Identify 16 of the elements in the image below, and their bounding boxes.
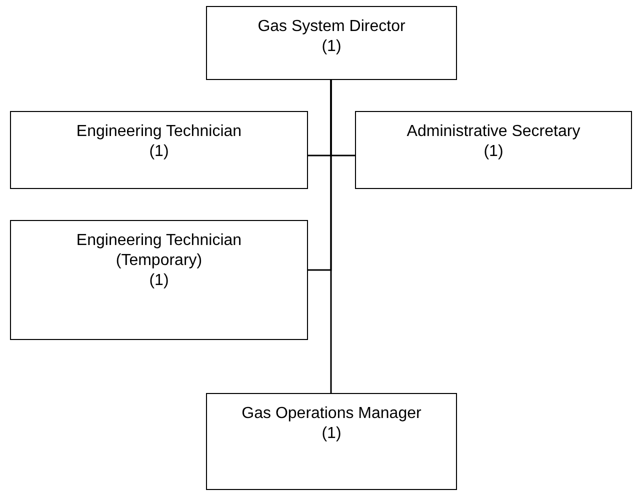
position-box [355, 111, 632, 189]
position-box [206, 393, 457, 490]
headcount-label: (1) [484, 142, 504, 162]
headcount-label: (1) [322, 424, 342, 444]
position-title: Engineering Technician (Temporary) [75, 231, 243, 271]
position-title: Engineering Technician [76, 122, 242, 142]
position-box [206, 6, 457, 80]
position-title: Gas System Director [258, 17, 406, 37]
headcount-label: (1) [149, 271, 169, 291]
position-box [10, 111, 308, 189]
position-box [10, 220, 308, 340]
position-title: Administrative Secretary [406, 122, 580, 142]
position-title: Gas Operations Manager [242, 404, 422, 424]
headcount-label: (1) [322, 37, 342, 57]
headcount-label: (1) [149, 142, 169, 162]
connector-line [330, 80, 332, 393]
